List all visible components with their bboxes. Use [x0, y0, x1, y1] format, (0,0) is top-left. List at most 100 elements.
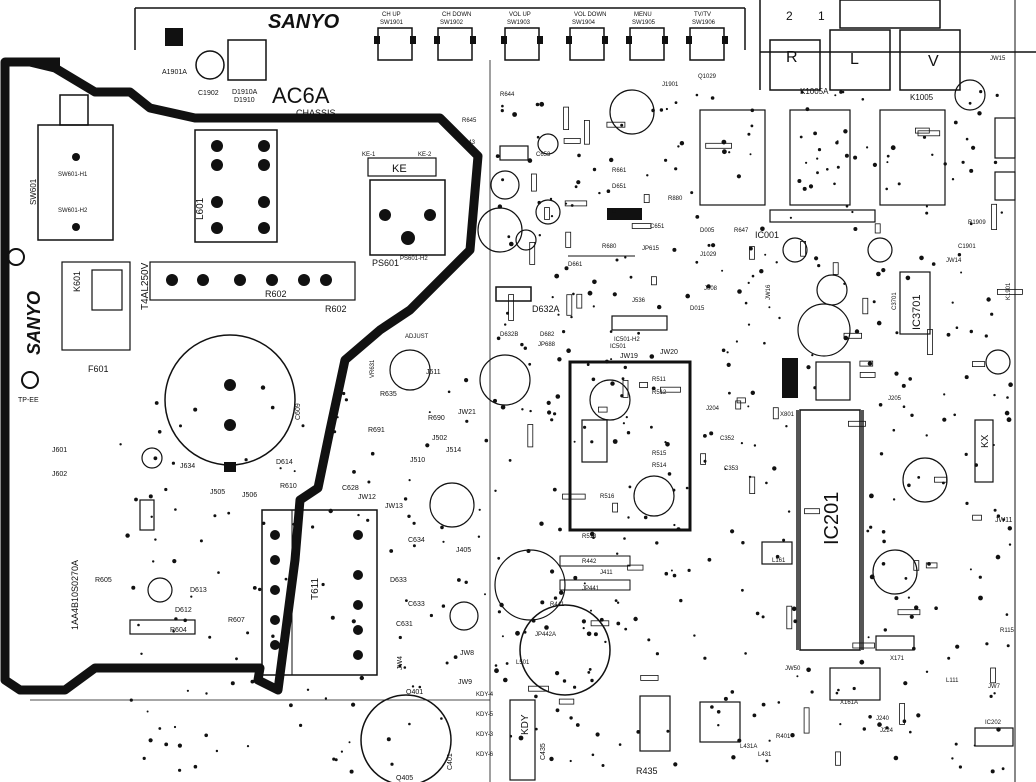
- resistor-outline: [772, 407, 779, 420]
- label-jw8: JW8: [460, 650, 474, 657]
- solder-pad: [153, 456, 158, 461]
- button-ref: SW1903: [507, 20, 531, 26]
- label-r441: R441: [550, 602, 565, 608]
- output-v: V: [928, 53, 939, 70]
- solder-pad: [995, 93, 999, 97]
- solder-pad: [583, 425, 587, 429]
- solder-pad: [878, 403, 883, 407]
- resistor-outline: [508, 294, 515, 321]
- solder-pad: [853, 227, 858, 231]
- solder-pad: [996, 514, 1001, 518]
- button-name: CH UP: [382, 12, 401, 18]
- solder-pad: [806, 667, 811, 673]
- solder-pad: [672, 573, 677, 578]
- solder-pad: [562, 330, 566, 334]
- label-r604: R604: [170, 627, 187, 634]
- label-j502: J502: [432, 435, 447, 442]
- solder-pad: [501, 635, 504, 638]
- solder-pad: [747, 405, 750, 408]
- solder-pad: [493, 398, 497, 403]
- solder-pad: [833, 182, 836, 186]
- label-ic001: IC001: [755, 230, 779, 240]
- solder-pad: [969, 329, 973, 334]
- solder-pad: [270, 405, 275, 410]
- solder-pad: [925, 205, 929, 208]
- resistor-outline: [584, 120, 590, 145]
- solder-pad: [674, 167, 678, 171]
- solder-pad: [785, 425, 788, 428]
- output-jacks: R L V 2 1: [769, 0, 961, 91]
- button-body: [377, 27, 413, 61]
- solder-pad: [737, 738, 742, 743]
- label-r1909: R1909: [968, 220, 986, 226]
- solder-pad: [655, 652, 660, 656]
- solder-pad: [500, 404, 506, 410]
- part-number: 1AA4B10S0270A: [70, 560, 80, 630]
- label-l431a: L431A: [740, 744, 757, 750]
- solder-pad: [777, 701, 781, 704]
- label-jw19: JW19: [620, 353, 638, 360]
- solder-pad: [761, 702, 766, 707]
- solder-pad: [664, 158, 668, 162]
- solder-pad: [230, 681, 235, 686]
- label-j536: J536: [632, 298, 646, 304]
- resistor-outline: [598, 406, 608, 413]
- solder-pad: [531, 618, 536, 623]
- solder-pad: [965, 501, 969, 505]
- solder-pad: [330, 615, 335, 620]
- label-j205: J205: [888, 396, 902, 402]
- solder-pad: [534, 694, 538, 699]
- solder-pad: [716, 710, 721, 714]
- solder-pad: [787, 510, 791, 513]
- solder-pad: [886, 161, 889, 164]
- solder-pad: [647, 638, 651, 642]
- label-x161a: X161A: [840, 700, 858, 706]
- solder-pad: [429, 613, 433, 618]
- solder-pad: [853, 155, 858, 160]
- solder-pad: [403, 666, 407, 669]
- solder-pad: [685, 486, 689, 490]
- solder-pad: [129, 666, 133, 670]
- label-r602-a: R602: [265, 289, 287, 299]
- solder-pad: [610, 381, 615, 386]
- label-ps601-h2: PS601-H2: [400, 256, 428, 262]
- solder-pad: [965, 137, 969, 141]
- solder-pad: [866, 529, 870, 533]
- solder-pad: [217, 571, 220, 574]
- label-j008: J008: [704, 286, 718, 292]
- resistor-outline: [917, 130, 941, 137]
- resistor-outline: [527, 424, 534, 448]
- solder-pad: [876, 320, 882, 326]
- resistor-outline: [562, 493, 586, 500]
- label-jw13: JW13: [385, 503, 403, 510]
- solder-pad: [591, 377, 596, 382]
- button-pin: [470, 36, 476, 44]
- resistor-outline: [705, 142, 732, 149]
- label-q401: Q401: [406, 689, 423, 696]
- solder-pad: [535, 727, 538, 731]
- solder-pad: [951, 178, 955, 181]
- solder-pad: [674, 101, 678, 104]
- solder-pad: [744, 301, 748, 305]
- label-c1901: C1901: [958, 244, 976, 250]
- solder-pad: [628, 485, 632, 489]
- label-ps601: PS601: [372, 258, 399, 268]
- solder-pad: [569, 759, 572, 763]
- solder-pad: [464, 580, 468, 584]
- resistor-outline: [563, 106, 569, 130]
- button-pin: [626, 36, 632, 44]
- solder-pad: [505, 662, 509, 665]
- solder-pad: [172, 630, 175, 633]
- solder-pad: [676, 527, 681, 532]
- solder-pad: [886, 154, 890, 158]
- solder-pad: [615, 258, 619, 262]
- resistor-outline: [660, 386, 681, 393]
- solder-pad: [805, 161, 808, 164]
- solder-pad: [672, 247, 677, 252]
- resistor-outline: [576, 293, 583, 309]
- label-r635: R635: [380, 391, 397, 398]
- solder-pad: [709, 431, 714, 436]
- solder-pad: [903, 681, 908, 686]
- solder-pad: [1008, 543, 1012, 546]
- solder-pad: [931, 153, 934, 156]
